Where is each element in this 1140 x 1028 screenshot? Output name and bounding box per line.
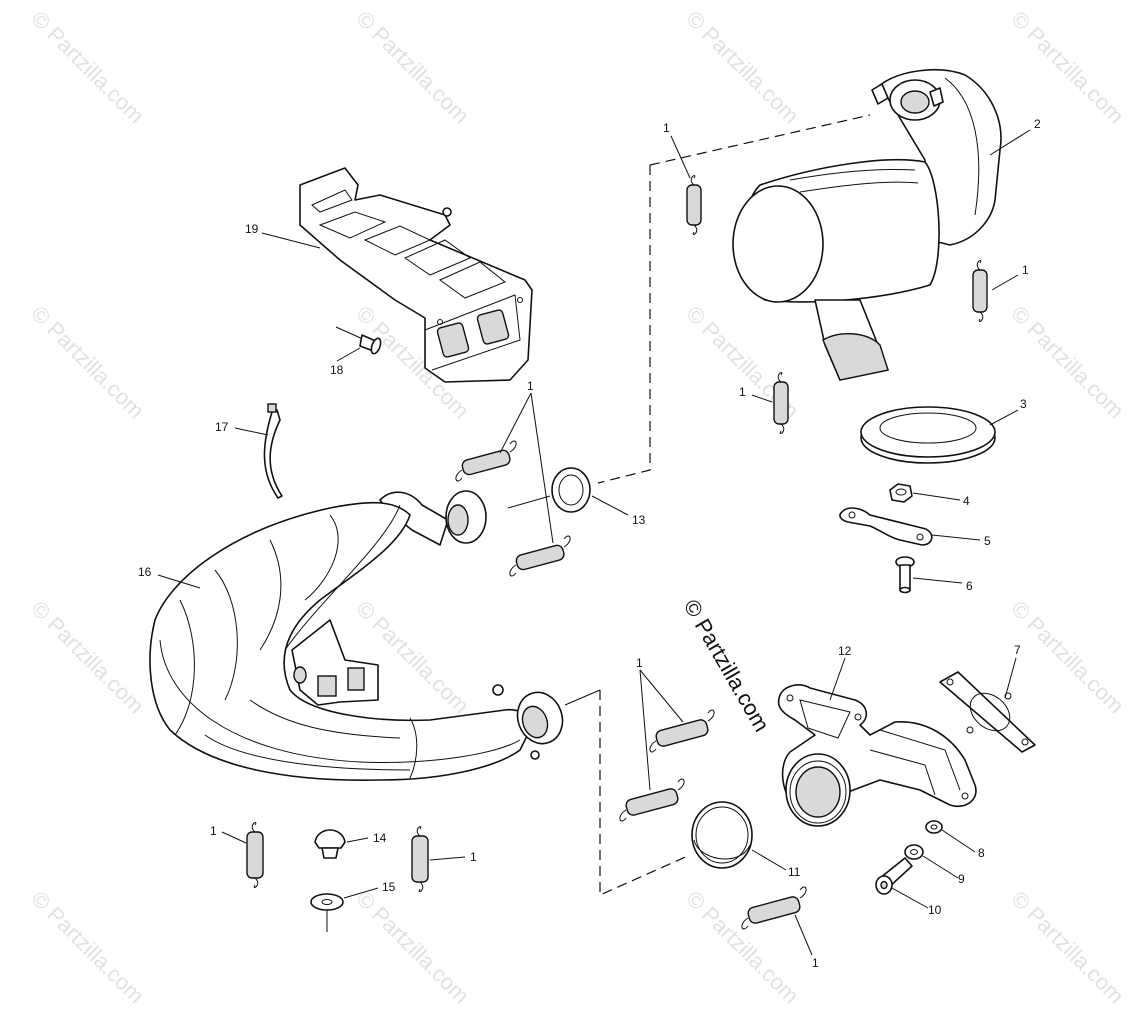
part-2-silencer[interactable] xyxy=(732,69,1002,381)
watermark: © Partzilla.com xyxy=(26,6,149,129)
callout-8: 8 xyxy=(978,846,985,860)
callout-15: 15 xyxy=(382,880,396,894)
part-4-nut[interactable] xyxy=(889,483,913,503)
watermark: © Partzilla.com xyxy=(681,6,804,129)
watermark: © Partzilla.com xyxy=(351,886,474,1009)
part-13-seal-ring[interactable] xyxy=(551,467,591,513)
part-15-washer[interactable] xyxy=(310,893,344,932)
callout-19: 19 xyxy=(245,222,259,236)
spring[interactable] xyxy=(741,886,807,930)
spring[interactable] xyxy=(411,826,429,892)
callout-7: 7 xyxy=(1014,643,1021,657)
callout-labels: 1 2 1 1 3 4 5 6 7 12 8 9 10 11 1 1 1 13 … xyxy=(138,117,1041,970)
part-7-flange-gasket[interactable] xyxy=(939,671,1036,753)
callout-2: 2 xyxy=(1034,117,1041,131)
watermark: © Partzilla.com xyxy=(351,6,474,129)
watermark: © Partzilla.com xyxy=(1006,596,1129,719)
part-12-manifold[interactable] xyxy=(777,684,977,827)
callout-10: 10 xyxy=(928,903,942,917)
assembly-dashed-lines xyxy=(564,114,871,896)
callout-1: 1 xyxy=(739,385,746,399)
callout-1: 1 xyxy=(636,656,643,670)
part-11-seal-ring[interactable] xyxy=(691,801,753,869)
spring[interactable] xyxy=(246,822,264,888)
watermark: © Partzilla.com xyxy=(26,301,149,424)
part-19-bracket[interactable] xyxy=(299,167,533,383)
part-1-springs[interactable] xyxy=(246,175,988,930)
part-9-washer[interactable] xyxy=(904,844,924,860)
watermark: © Partzilla.com xyxy=(26,886,149,1009)
callout-17: 17 xyxy=(215,420,229,434)
callout-14: 14 xyxy=(373,831,387,845)
callout-5: 5 xyxy=(984,534,991,548)
part-16-expansion-chamber[interactable] xyxy=(149,490,570,781)
leader-lines xyxy=(157,129,1031,956)
dashed-line-upper xyxy=(597,165,651,484)
watermark: © Partzilla.com xyxy=(26,596,149,719)
callout-3: 3 xyxy=(1020,397,1027,411)
callout-16: 16 xyxy=(138,565,152,579)
callout-1: 1 xyxy=(210,824,217,838)
center-watermark: © Partzilla.com xyxy=(679,595,775,736)
spring[interactable] xyxy=(773,372,789,434)
part-6-bolt[interactable] xyxy=(895,556,915,594)
callout-11: 11 xyxy=(788,865,801,879)
dashed-line-top xyxy=(649,114,871,166)
callout-13: 13 xyxy=(632,513,646,527)
callout-4: 4 xyxy=(963,494,970,508)
watermark: © Partzilla.com xyxy=(1006,886,1129,1009)
watermark: © Partzilla.com xyxy=(1006,6,1129,129)
part-10-cap-screw[interactable] xyxy=(875,857,913,895)
callout-12: 12 xyxy=(838,644,852,658)
dashed-line-lower xyxy=(599,690,691,896)
part-3-gasket[interactable] xyxy=(860,406,996,464)
dashed-line-lower-joint xyxy=(564,689,601,706)
callout-18: 18 xyxy=(330,363,344,377)
spring[interactable] xyxy=(649,709,715,753)
spring[interactable] xyxy=(455,440,517,482)
spring[interactable] xyxy=(619,778,685,822)
callout-1: 1 xyxy=(1022,263,1029,277)
part-18-rivet[interactable] xyxy=(335,326,382,355)
callout-9: 9 xyxy=(958,872,965,886)
part-8-washer[interactable] xyxy=(925,820,943,834)
part-17-strap[interactable] xyxy=(263,403,283,499)
spring[interactable] xyxy=(509,535,571,577)
part-5-bracket-plate[interactable] xyxy=(839,507,933,546)
callout-1: 1 xyxy=(663,121,670,135)
callout-6: 6 xyxy=(966,579,973,593)
spring[interactable] xyxy=(686,175,702,235)
spring[interactable] xyxy=(972,260,988,322)
part-14-grommet[interactable] xyxy=(314,829,346,859)
callout-1: 1 xyxy=(470,850,477,864)
callout-1: 1 xyxy=(527,379,534,393)
callout-1: 1 xyxy=(812,956,819,970)
